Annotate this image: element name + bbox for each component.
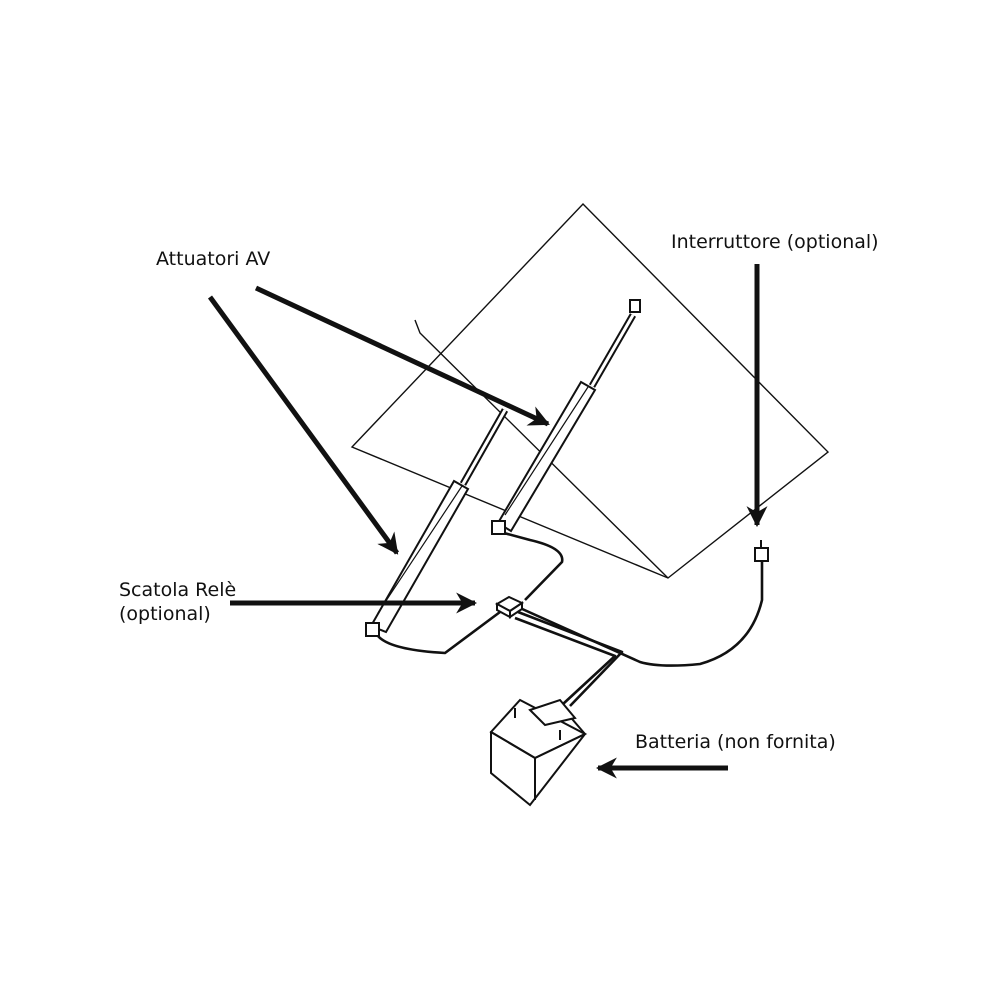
actuators-label: Attuatori AV [156, 248, 271, 270]
actuator-left [365, 408, 509, 637]
switch [754, 540, 769, 562]
arrow-actuators-to-right [254, 285, 550, 427]
switch-label: Interruttore (optional) [671, 231, 879, 253]
relay-box-label-line2: (optional) [119, 603, 211, 625]
relay-box-label-line1: Scatola Relè [119, 579, 237, 601]
arrow-actuators-to-left [207, 295, 400, 555]
callout-arrows [207, 264, 768, 779]
relay-box-label: Scatola Relè (optional) [119, 578, 236, 626]
actuator-right [491, 299, 641, 535]
wiring [377, 531, 764, 707]
relay-box [494, 595, 525, 619]
battery-label: Batteria (non fornita) [635, 731, 836, 753]
battery [489, 698, 588, 807]
